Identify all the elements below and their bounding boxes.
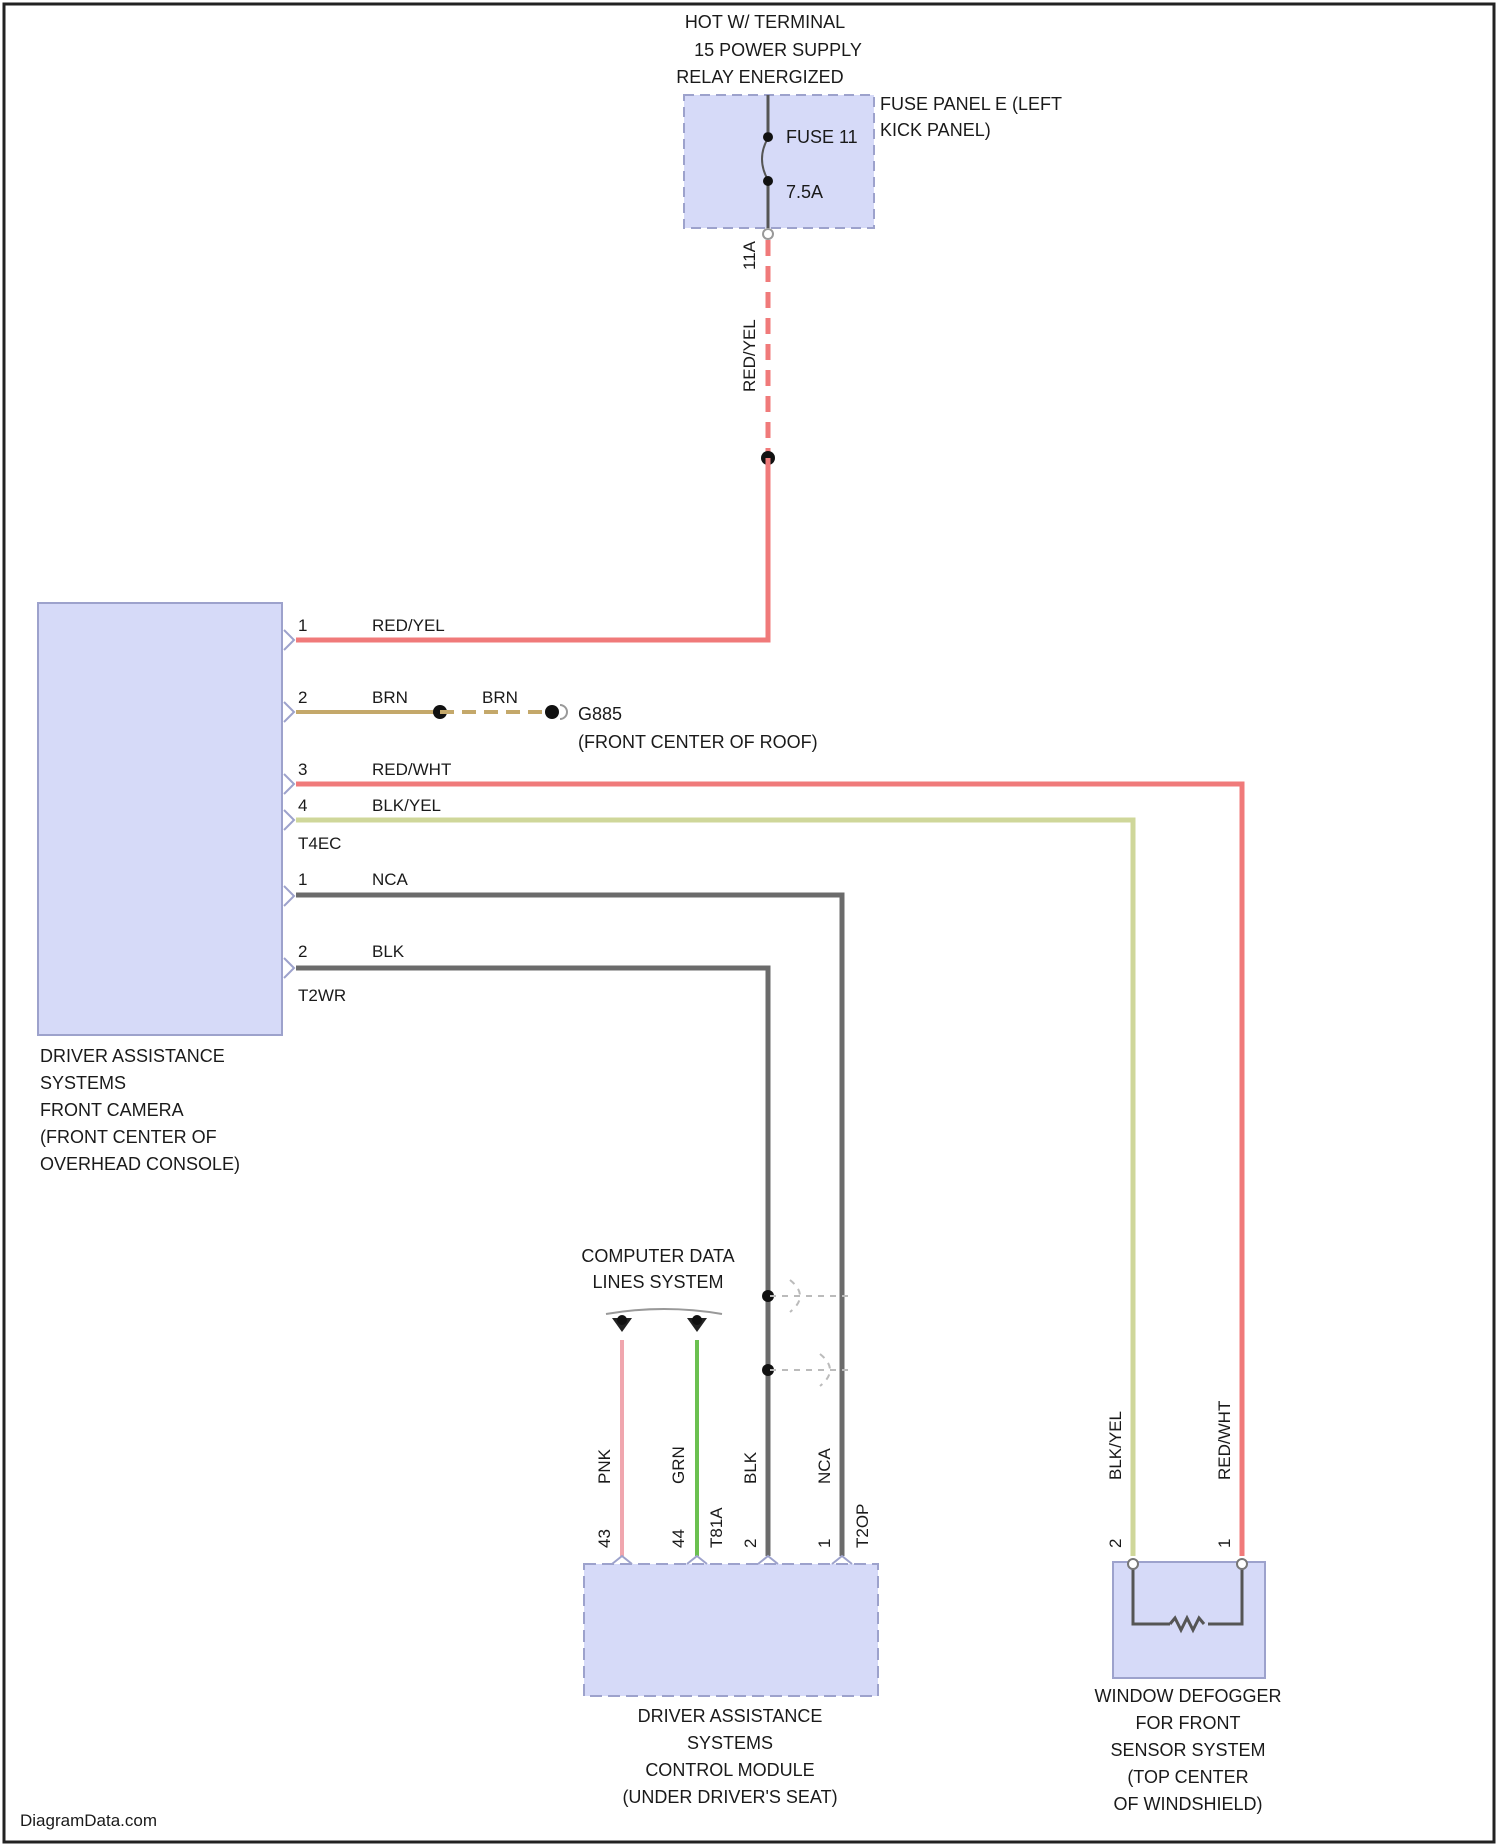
fuse-panel-line-1: FUSE PANEL E (LEFT (880, 94, 1062, 114)
fuse-panel-box (684, 95, 874, 228)
fuse-pin-terminal (763, 229, 773, 239)
fuse-terminal-top (763, 132, 773, 142)
defogger-caption-2: FOR FRONT (1136, 1713, 1241, 1733)
cm-pin-1: 1 (815, 1539, 834, 1548)
fuse-terminal-bottom (763, 176, 773, 186)
cm-wire-nca-label: NCA (815, 1447, 834, 1484)
control-module-caption-3: CONTROL MODULE (645, 1760, 814, 1780)
camera-pin-2: 2 (298, 688, 307, 707)
wire-brn-label: BRN (372, 688, 408, 707)
defogger-caption-3: SENSOR SYSTEM (1110, 1740, 1265, 1760)
camera-connector-b: T2WR (298, 986, 346, 1005)
cm-pin-43: 43 (595, 1529, 614, 1548)
fuse-panel-line-2: KICK PANEL) (880, 120, 991, 140)
wire-nca-label: NCA (372, 870, 409, 889)
control-module-caption-2: SYSTEMS (687, 1733, 773, 1753)
cm-pin-2: 2 (741, 1539, 760, 1548)
wire-blk-yel-label: BLK/YEL (372, 796, 441, 815)
hot-terminal-line-1: HOT W/ TERMINAL (685, 12, 845, 32)
data-line-grn-end (692, 1315, 702, 1325)
camera-pin-4: 4 (298, 796, 307, 815)
fuse-rating: 7.5A (786, 182, 823, 202)
defogger-terminal-2 (1128, 1559, 1138, 1569)
front-camera-caption-2: SYSTEMS (40, 1073, 126, 1093)
data-line-pnk-end (617, 1315, 627, 1325)
camera-pin-5: 1 (298, 870, 307, 889)
camera-connector-a: T4EC (298, 834, 341, 853)
cm-wire-pnk-label: PNK (595, 1448, 614, 1484)
defogger-pin-2: 2 (1106, 1539, 1125, 1548)
defogger-caption: WINDOW DEFOGGER FOR FRONT SENSOR SYSTEM … (1095, 1686, 1282, 1814)
front-camera-caption-5: OVERHEAD CONSOLE) (40, 1154, 240, 1174)
hot-terminal-line-2: 15 POWER SUPPLY (694, 40, 862, 60)
defogger-caption-1: WINDOW DEFOGGER (1095, 1686, 1282, 1706)
defogger-caption-4: (TOP CENTER (1127, 1767, 1248, 1787)
data-lines-line-2: LINES SYSTEM (592, 1272, 723, 1292)
cm-wire-blk-label: BLK (741, 1451, 760, 1484)
ground-location: (FRONT CENTER OF ROOF) (578, 732, 818, 752)
camera-pin-6: 2 (298, 942, 307, 961)
cm-wire-grn-label: GRN (669, 1446, 688, 1484)
camera-pin-1: 1 (298, 616, 307, 635)
cm-pin-44: 44 (669, 1529, 688, 1548)
front-camera-caption-3: FRONT CAMERA (40, 1100, 184, 1120)
ground-name: G885 (578, 704, 622, 724)
defogger-caption-5: OF WINDSHIELD) (1113, 1794, 1262, 1814)
data-lines-line-1: COMPUTER DATA (581, 1246, 734, 1266)
wire-red-yel-label: RED/YEL (372, 616, 445, 635)
cm-connector-b: T2OP (853, 1504, 872, 1548)
wire-brn-label-2: BRN (482, 688, 518, 707)
defogger-wire-blk-yel-label: BLK/YEL (1106, 1411, 1125, 1480)
footer-watermark: DiagramData.com (20, 1811, 157, 1830)
control-module-caption-1: DRIVER ASSISTANCE (638, 1706, 823, 1726)
front-camera-box (38, 603, 282, 1035)
defogger-wire-red-wht-label: RED/WHT (1215, 1401, 1234, 1480)
front-camera-caption-4: (FRONT CENTER OF (40, 1127, 217, 1147)
wire-blk-label: BLK (372, 942, 405, 961)
hot-terminal-label: HOT W/ TERMINAL 15 POWER SUPPLY RELAY EN… (676, 12, 862, 87)
defogger-terminal-1 (1237, 1559, 1247, 1569)
defogger-pin-1: 1 (1215, 1539, 1234, 1548)
fuse-name: FUSE 11 (786, 127, 858, 147)
front-camera-caption-1: DRIVER ASSISTANCE (40, 1046, 225, 1066)
control-module-box (584, 1564, 878, 1696)
control-module-caption-4: (UNDER DRIVER'S SEAT) (622, 1787, 837, 1807)
wire-red-yel-vertical-label: RED/YEL (740, 319, 759, 392)
hot-terminal-line-3: RELAY ENERGIZED (676, 67, 843, 87)
cm-connector-a: T81A (707, 1507, 726, 1548)
fuse-pin-label: 11A (740, 240, 759, 270)
wire-red-wht-label: RED/WHT (372, 760, 451, 779)
ground-point (545, 705, 559, 719)
camera-pin-3: 3 (298, 760, 307, 779)
